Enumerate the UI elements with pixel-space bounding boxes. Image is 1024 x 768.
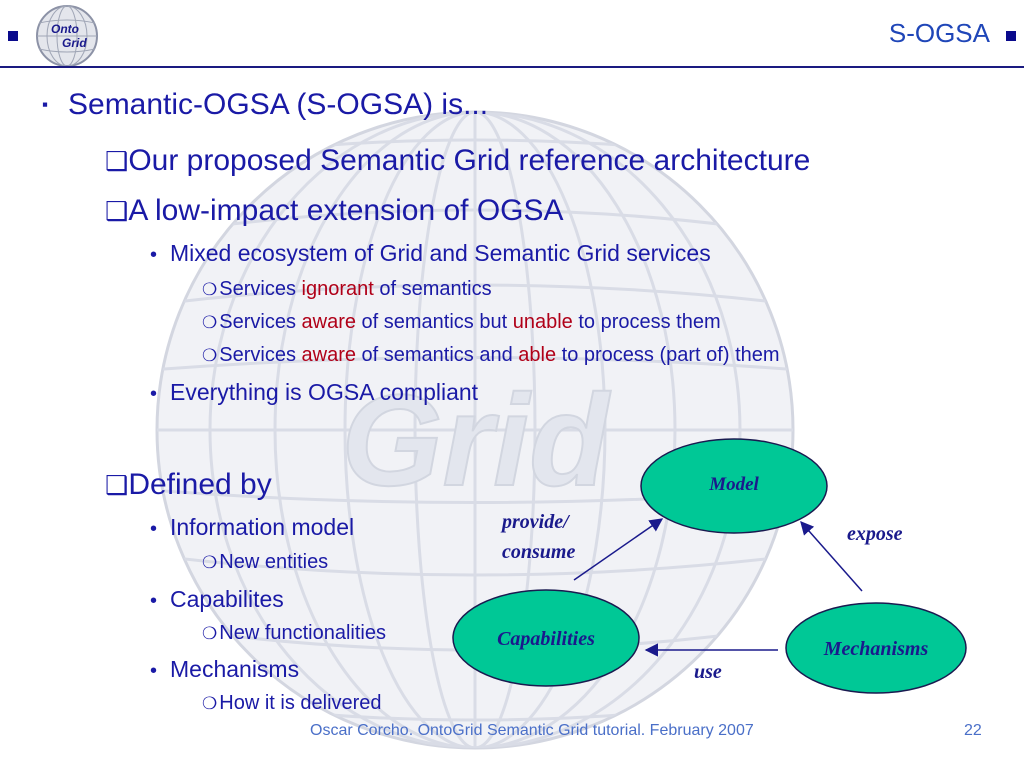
bullet-l3-new-entities: ❍New entities bbox=[202, 551, 328, 574]
bullet-l1-proposed-architecture: ❑Our proposed Semantic Grid reference ar… bbox=[105, 144, 810, 178]
bullet-text: to process them bbox=[572, 311, 721, 333]
circle-bullet-icon: ❍ bbox=[202, 624, 218, 644]
bullet-l3-how-delivered: ❍How it is delivered bbox=[202, 692, 382, 715]
bullet-l3-services-aware-able: ❍Services aware of semantics and able to… bbox=[202, 344, 780, 367]
circle-bullet-icon: ❍ bbox=[202, 694, 218, 714]
bullet-text: Mixed ecosystem of Grid and Semantic Gri… bbox=[170, 240, 711, 266]
highlight-text: able bbox=[518, 344, 557, 366]
watermark-text: Grid bbox=[341, 367, 611, 513]
highlight-text: ignorant bbox=[301, 278, 374, 300]
bullet-l0-semantic-ogsa: ▪ Semantic-OGSA (S-OGSA) is... bbox=[42, 88, 488, 122]
bullet-text: How it is delivered bbox=[219, 692, 382, 714]
consume-edge-label: consume bbox=[502, 541, 576, 563]
bullet-text: New functionalities bbox=[219, 622, 386, 644]
box-bullet-icon: ❑ bbox=[105, 147, 129, 177]
slide-title: S-OGSA bbox=[888, 18, 990, 48]
bullet-text: Services bbox=[219, 344, 302, 366]
bullet-l2-information-model: • Information model bbox=[150, 514, 354, 541]
circle-bullet-icon: ❍ bbox=[202, 280, 218, 300]
bullet-l1-defined-by: ❑Defined by bbox=[105, 468, 272, 502]
bullet-text: Information model bbox=[170, 514, 355, 540]
bullet-text: Everything is OGSA compliant bbox=[170, 379, 479, 405]
bullet-text: Semantic-OGSA (S-OGSA) is... bbox=[68, 88, 489, 121]
highlight-text: aware bbox=[301, 344, 356, 366]
bullet-text: of semantics but bbox=[355, 311, 513, 333]
provide-edge-label: provide/ bbox=[502, 511, 569, 533]
dot-bullet-icon: • bbox=[150, 383, 158, 405]
bullet-text: to process (part of) them bbox=[556, 344, 780, 366]
logo-text-grid: Grid bbox=[62, 36, 87, 50]
dot-bullet-icon: • bbox=[150, 244, 158, 266]
header-square-right bbox=[1006, 31, 1016, 41]
highlight-text: unable bbox=[512, 311, 573, 333]
bullet-text: A low-impact extension of OGSA bbox=[128, 194, 564, 227]
highlight-text: aware bbox=[301, 311, 356, 333]
box-bullet-icon: ❑ bbox=[105, 471, 129, 501]
capabilities-node-label: Capabilities bbox=[497, 628, 595, 650]
dot-bullet-icon: • bbox=[150, 518, 158, 540]
header-divider bbox=[0, 66, 1024, 68]
bullet-l2-mixed-ecosystem: • Mixed ecosystem of Grid and Semantic Gr… bbox=[150, 240, 711, 267]
circle-bullet-icon: ❍ bbox=[202, 553, 218, 573]
circle-bullet-icon: ❍ bbox=[202, 313, 218, 333]
bullet-l1-low-impact-extension: ❑A low-impact extension of OGSA bbox=[105, 194, 564, 228]
bullet-l2-capabilites: • Capabilites bbox=[150, 586, 284, 613]
use-edge-label: use bbox=[694, 661, 722, 683]
bullet-l3-services-ignorant: ❍Services ignorant of semantics bbox=[202, 278, 492, 301]
bullet-text: Services bbox=[219, 278, 302, 300]
bullet-text: Our proposed Semantic Grid reference arc… bbox=[128, 144, 811, 177]
header-square-left bbox=[8, 31, 18, 41]
bullet-l2-mechanisms: • Mechanisms bbox=[150, 656, 299, 683]
logo-text-onto: Onto bbox=[51, 22, 79, 36]
ontogrid-logo-icon: Onto Grid bbox=[36, 5, 98, 67]
bullet-l2-ogsa-compliant: • Everything is OGSA compliant bbox=[150, 379, 478, 406]
footer-text: Oscar Corcho. OntoGrid Semantic Grid tut… bbox=[310, 722, 754, 739]
bullet-text: Defined by bbox=[128, 468, 272, 501]
bullet-text: of semantics bbox=[373, 278, 492, 300]
dot-bullet-icon: • bbox=[150, 590, 158, 612]
bullet-text: Services bbox=[219, 311, 302, 333]
bullet-text: of semantics and bbox=[355, 344, 519, 366]
bullet-text: Mechanisms bbox=[170, 656, 300, 682]
square-bullet-icon: ▪ bbox=[42, 95, 49, 114]
expose-edge-label: expose bbox=[847, 523, 903, 545]
bullet-l3-new-functionalities: ❍New functionalities bbox=[202, 622, 386, 645]
bullet-text: New entities bbox=[219, 551, 329, 573]
bullet-text: Capabilites bbox=[170, 586, 284, 612]
bullet-l3-services-aware-unable: ❍Services aware of semantics but unable … bbox=[202, 311, 721, 334]
mechanisms-node-label: Mechanisms bbox=[823, 638, 929, 660]
model-node-label: Model bbox=[709, 474, 759, 495]
box-bullet-icon: ❑ bbox=[105, 197, 129, 227]
page-number: 22 bbox=[964, 722, 982, 739]
dot-bullet-icon: • bbox=[150, 660, 158, 682]
circle-bullet-icon: ❍ bbox=[202, 346, 218, 366]
